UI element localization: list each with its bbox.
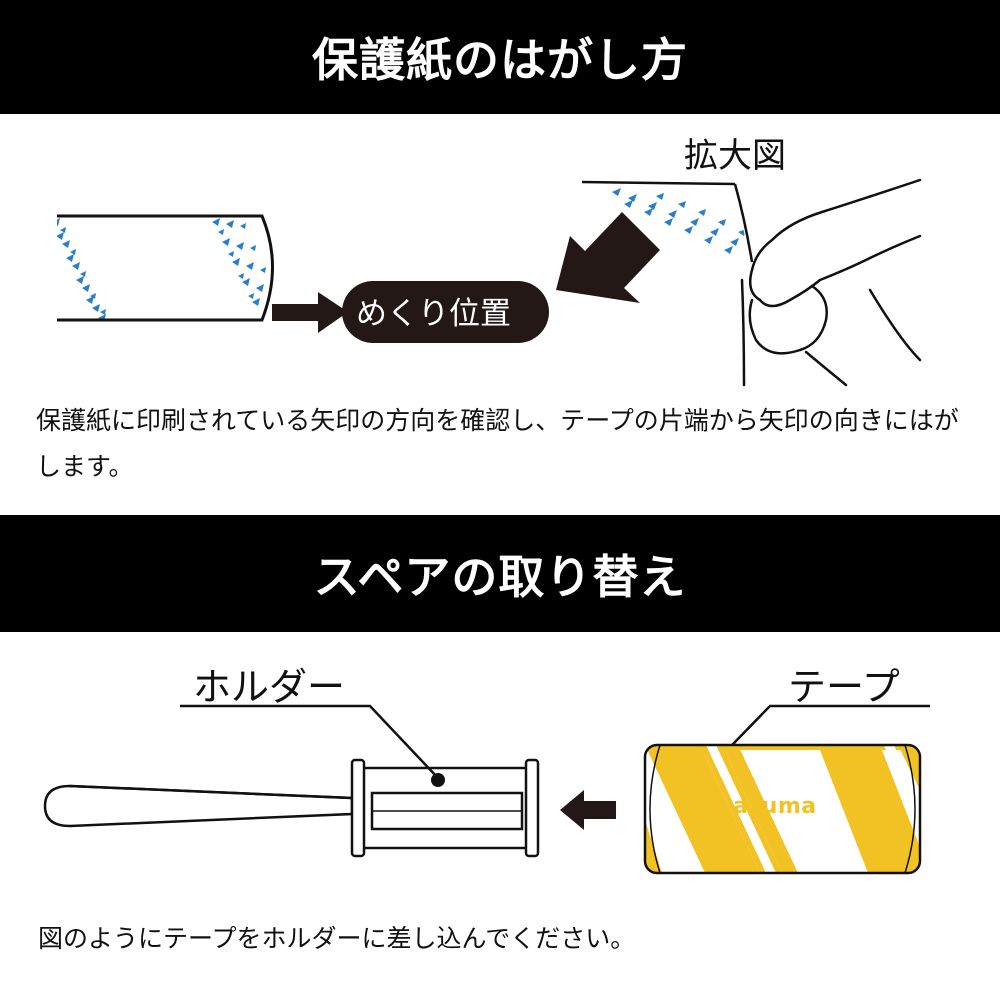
peel-position-label: めくり位置	[356, 296, 511, 332]
holder-leader-line	[180, 704, 445, 787]
zoom-label: 拡大図	[684, 136, 786, 176]
zoomed-view	[581, 178, 922, 387]
replace-instructions: 図のようにテープをホルダーに差し込んでください。	[38, 924, 636, 953]
arrow-pattern-right	[212, 218, 266, 306]
section-title-replace: スペアの取り替え	[0, 515, 1000, 632]
holder-handle	[43, 784, 354, 828]
hand-illustration	[740, 178, 922, 387]
holder-label: ホルダー	[193, 665, 346, 709]
spare-tape-roll	[643, 743, 922, 875]
tape-label: テープ	[788, 665, 900, 709]
section-title-peel: 保護紙のはがし方	[0, 0, 1000, 114]
arrow-pattern-left	[57, 218, 106, 320]
brand-logo: azuma	[733, 794, 817, 819]
section-title-text: 保護紙のはがし方	[312, 33, 688, 87]
section-title-text: スペアの取り替え	[313, 549, 687, 604]
roller-protected-tape	[57, 214, 274, 322]
direction-arrow-icon	[556, 212, 660, 303]
holder-frame	[350, 758, 540, 858]
insert-arrow-icon	[560, 790, 616, 830]
peel-position-callout	[272, 281, 549, 343]
peel-instructions: 保護紙に印刷されている矢印の方向を確認し、テープの片端から矢印の向きにはがします…	[36, 406, 959, 481]
